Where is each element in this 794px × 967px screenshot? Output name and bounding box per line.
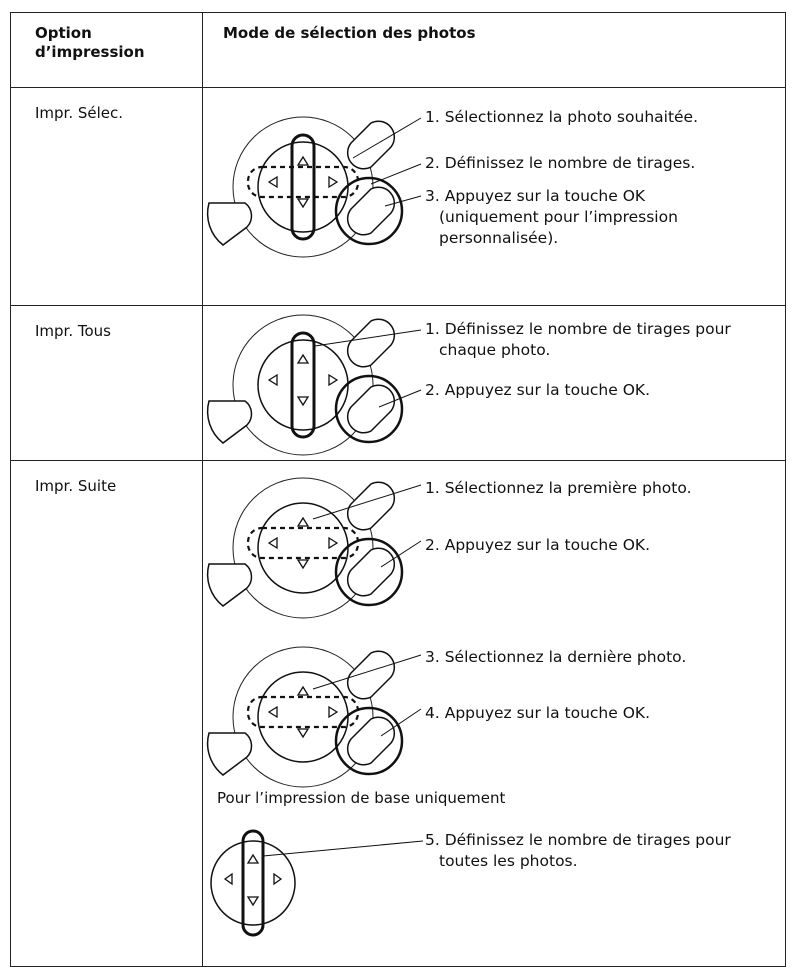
option-impr-suite: Impr. Suite	[35, 477, 117, 495]
option-cell: Impr. Suite	[10, 460, 203, 967]
step-text: (uniquement pour l’impression	[439, 208, 678, 226]
step-text: 5. Définissez le nombre de tirages pour	[425, 831, 731, 849]
option-impr-selec: Impr. Sélec.	[35, 104, 124, 122]
step-text: 2. Appuyez sur la touche OK.	[425, 381, 651, 399]
mode-cell: 1. Sélectionnez la photo souhaitée. 2. D…	[202, 87, 786, 306]
step-text: 2. Appuyez sur la touche OK.	[425, 536, 651, 554]
step-text: 1. Sélectionnez la photo souhaitée.	[425, 108, 699, 126]
option-cell: Impr. Sélec.	[10, 87, 203, 306]
control-panel-diagram	[206, 116, 422, 258]
control-panel-diagram	[206, 314, 422, 456]
step-text: 3. Sélectionnez la dernière photo.	[425, 648, 687, 666]
option-cell: Impr. Tous	[10, 305, 203, 461]
step-text: chaque photo.	[439, 341, 551, 359]
control-panel-diagram	[206, 477, 424, 937]
step-text: 4. Appuyez sur la touche OK.	[425, 704, 651, 722]
step-text: personnalisée).	[439, 229, 559, 247]
header-option: Option d’impression	[10, 12, 203, 88]
print-options-table: Option d’impression Mode de sélection de…	[10, 12, 786, 967]
mode-cell: 1. Sélectionnez la première photo. 2. Ap…	[202, 460, 786, 967]
step-text: toutes les photos.	[439, 852, 578, 870]
header-row: Option d’impression Mode de sélection de…	[10, 12, 786, 88]
basic-print-note: Pour l’impression de base uniquement	[217, 789, 506, 807]
step-text: 2. Définissez le nombre de tirages.	[425, 154, 696, 172]
step-text: 1. Définissez le nombre de tirages pour	[425, 320, 731, 338]
header-mode-label: Mode de sélection des photos	[223, 24, 476, 42]
mode-cell: 1. Définissez le nombre de tirages pour …	[202, 305, 786, 461]
step-text: 3. Appuyez sur la touche OK	[425, 187, 646, 205]
row-impr-suite: Impr. Suite	[10, 460, 786, 967]
header-option-label: Option d’impression	[35, 24, 145, 61]
step-text: 1. Sélectionnez la première photo.	[425, 479, 692, 497]
row-impr-tous: Impr. Tous 1. Définissez le nombre de ti…	[10, 305, 786, 461]
option-impr-tous: Impr. Tous	[35, 322, 111, 340]
header-mode: Mode de sélection des photos	[202, 12, 786, 88]
row-impr-selec: Impr. Sélec. 1. Sélectionnez la photo so…	[10, 87, 786, 306]
